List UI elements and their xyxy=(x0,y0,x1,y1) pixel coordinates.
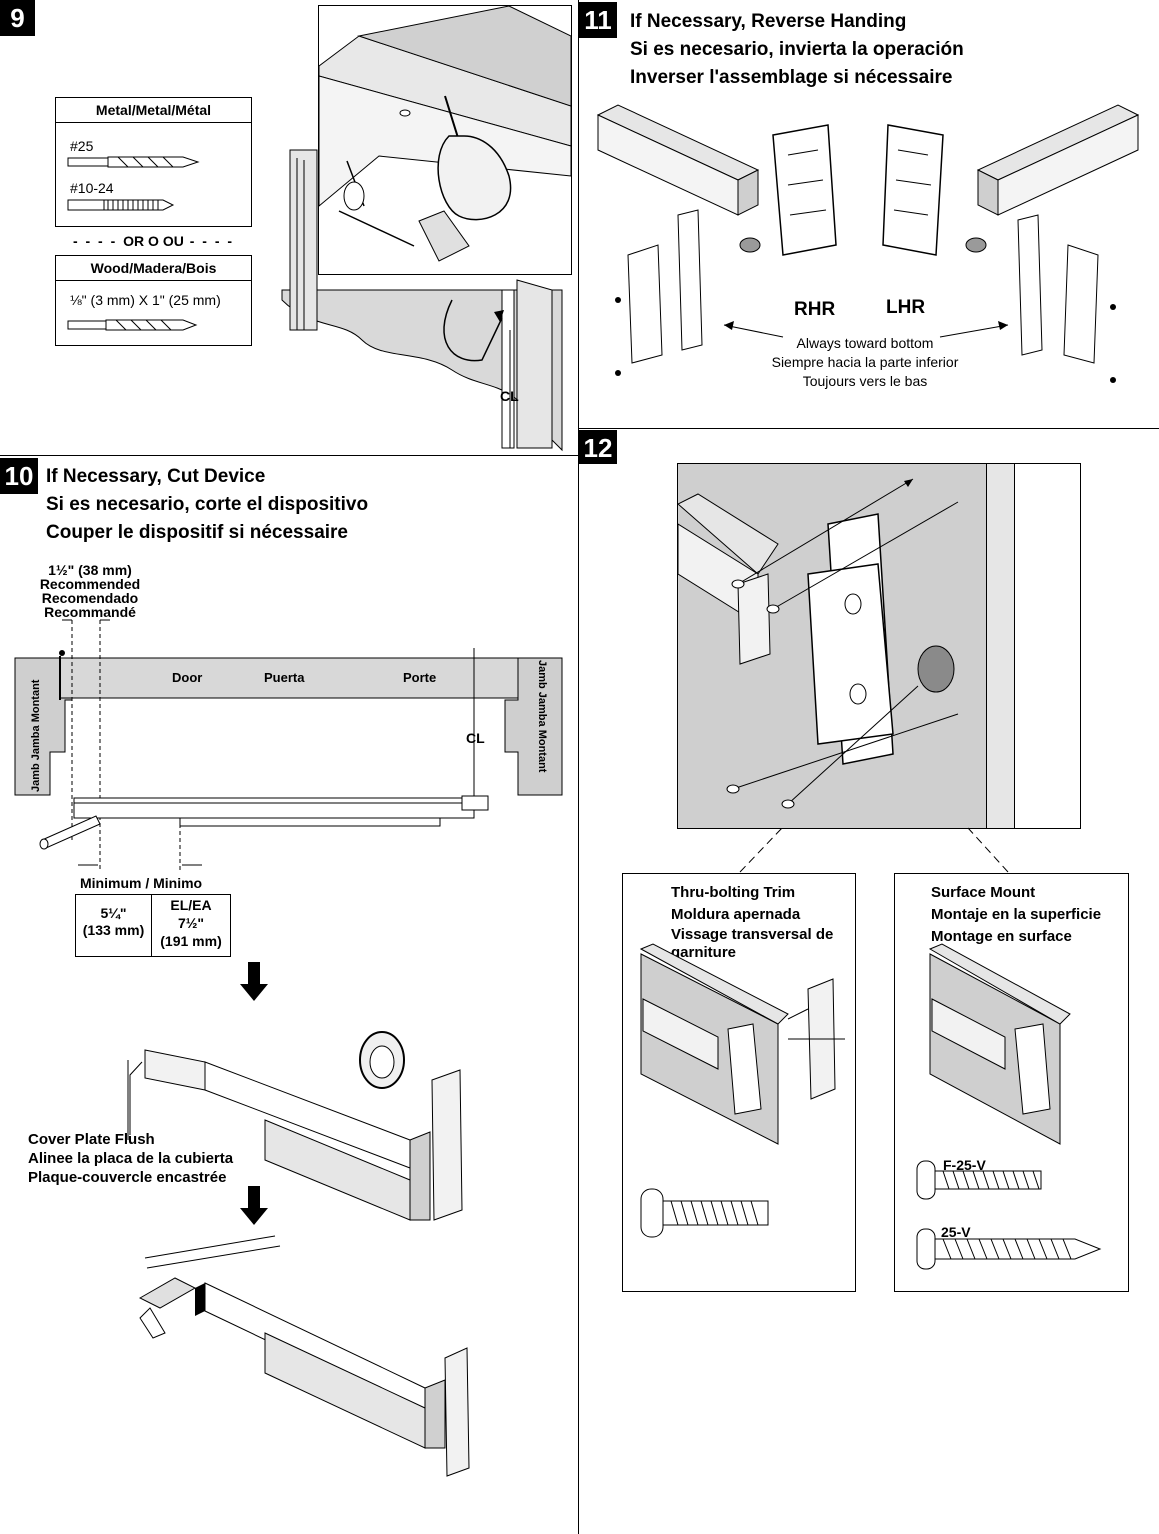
drill-bit-icon xyxy=(67,156,200,168)
detail-callout-lines xyxy=(739,827,1009,873)
or-label: OR O OU xyxy=(123,233,184,249)
thru-es: Moldura apernada xyxy=(671,906,801,923)
wood-drill-box: Wood/Madera/Bois ⅛" (3 mm) X 1" (25 mm) xyxy=(55,255,252,346)
wood-drill-bit-icon xyxy=(67,319,198,331)
or-divider: - - - - OR O OU - - - - xyxy=(72,233,235,249)
door-frame-illustration xyxy=(281,149,563,452)
cut-saw-illustration xyxy=(138,1235,470,1477)
recommended-es: Recomendado xyxy=(41,590,139,606)
surface-es: Montaje en la superficie xyxy=(931,906,1102,923)
min-el-header: EL/EA xyxy=(170,897,212,913)
reverse-handing-diagram xyxy=(596,104,1140,383)
surface-fr: Montage en surface xyxy=(931,928,1072,945)
jamb-right-label: Jamb Jamba Montant xyxy=(536,660,548,773)
door-label-en: Door xyxy=(172,670,203,685)
step-number-9: 9 xyxy=(0,0,35,36)
metal-header: Metal/Metal/Métal xyxy=(56,98,251,123)
min-std-cell: 5¼" (133 mm) xyxy=(76,905,151,939)
note-fr: Toujours vers le bas xyxy=(802,373,928,389)
rhr-label: RHR xyxy=(794,299,836,320)
min-std-value: 5¼" xyxy=(100,905,127,921)
cover-plate-text: Cover Plate Flush Alinee la placa de la … xyxy=(28,1130,233,1187)
screw-25v-label: 25-V xyxy=(941,1224,971,1240)
down-arrow-1 xyxy=(240,962,268,1001)
recommended-en: Recommended xyxy=(39,576,141,592)
step11-title-fr: Inverser l'assemblage si nécessaire xyxy=(630,67,953,88)
metal-drill-size: #25 xyxy=(70,138,94,154)
recommended-dimension: 1½" (38 mm) Recommended Recomendado Reco… xyxy=(20,563,160,619)
wood-drill-size: ⅛" (3 mm) X 1" (25 mm) xyxy=(70,292,221,308)
cover-plate-illustration xyxy=(127,1031,463,1221)
min-std-mm: (133 mm) xyxy=(82,922,145,938)
cover-plate-leader xyxy=(129,1061,143,1135)
door-label-fr: Porte xyxy=(403,670,437,685)
step-number-10: 10 xyxy=(0,458,38,494)
wood-header: Wood/Madera/Bois xyxy=(56,256,251,281)
jamb-left-label: Jamb Jamba Montant xyxy=(30,679,42,792)
column-divider xyxy=(578,0,579,1534)
step9-centerline-label: CL xyxy=(500,388,519,404)
surface-en: Surface Mount xyxy=(931,884,1036,901)
minimum-label: Minimum / Minimo xyxy=(80,875,203,891)
note-es: Siempre hacia la parte inferior xyxy=(771,354,959,370)
step10-centerline-label: CL xyxy=(466,730,485,746)
thru-bolting-drawing xyxy=(639,943,845,1238)
door-edge xyxy=(986,464,1015,828)
min-table-divider xyxy=(151,895,152,956)
recommended-value: 1½" (38 mm) xyxy=(48,562,132,578)
step11-title-es: Si es necesario, invierta la operación xyxy=(630,39,964,60)
step10-title-es: Si es necesario, corte el dispositivo xyxy=(46,494,369,515)
step10-title-en: If Necessary, Cut Device xyxy=(46,466,266,487)
metal-tap-size: #10-24 xyxy=(70,180,114,196)
mounting-drawing xyxy=(678,478,959,809)
minimum-table: 5¼" (133 mm) EL/EA 7½" (191 mm) xyxy=(75,894,231,957)
cut-device-diagram xyxy=(14,619,563,870)
step-number-12: 12 xyxy=(579,430,617,464)
step-number-11: 11 xyxy=(579,2,617,38)
thru-en: Thru-bolting Trim xyxy=(671,884,796,901)
metal-drill-box: Metal/Metal/Métal #25 #10-24 xyxy=(55,97,252,227)
thru-bolting-text: Thru-bolting Trim Moldura apernada Vissa… xyxy=(671,882,841,962)
row-divider-right xyxy=(578,428,1159,429)
cover-es: Alinee la placa de la cubierta xyxy=(28,1150,234,1167)
cover-en: Cover Plate Flush xyxy=(28,1131,155,1148)
surface-mount-text: Surface Mount Montaje en la superficie M… xyxy=(931,882,1101,948)
inset-drilling-drawing xyxy=(319,6,571,262)
surface-mount-drawing xyxy=(916,943,1102,1270)
step10-title-fr: Couper le dispositif si nécessaire xyxy=(46,522,348,543)
down-arrow-2 xyxy=(240,1186,268,1225)
surface-mount-panel: Surface Mount Montaje en la superficie M… xyxy=(894,873,1129,1292)
door-label-es: Puerta xyxy=(264,670,305,685)
step11-title-en: If Necessary, Reverse Handing xyxy=(630,11,907,32)
door-face xyxy=(1014,464,1080,828)
lhr-label: LHR xyxy=(886,297,926,318)
thru-bolting-panel: Thru-bolting Trim Moldura apernada Vissa… xyxy=(622,873,856,1292)
always-toward-bottom-note: Always toward bottom Siempre hacia la pa… xyxy=(740,334,990,391)
recommended-fr: Recommandé xyxy=(44,604,136,620)
thru-fr: Vissage transversal de garniture xyxy=(671,926,834,961)
min-el-mm: (191 mm) xyxy=(160,933,222,949)
min-el-value: 7½" xyxy=(177,915,205,931)
screw-f25v-label: F-25-V xyxy=(943,1157,986,1173)
tap-icon xyxy=(67,199,175,211)
drilling-inset xyxy=(318,5,572,275)
cover-fr: Plaque-couvercle encastrée xyxy=(28,1169,227,1186)
note-en: Always toward bottom xyxy=(796,335,934,351)
mounting-main-view xyxy=(677,463,1081,829)
row-divider-left xyxy=(0,455,578,456)
min-el-cell: EL/EA 7½" (191 mm) xyxy=(152,896,230,950)
